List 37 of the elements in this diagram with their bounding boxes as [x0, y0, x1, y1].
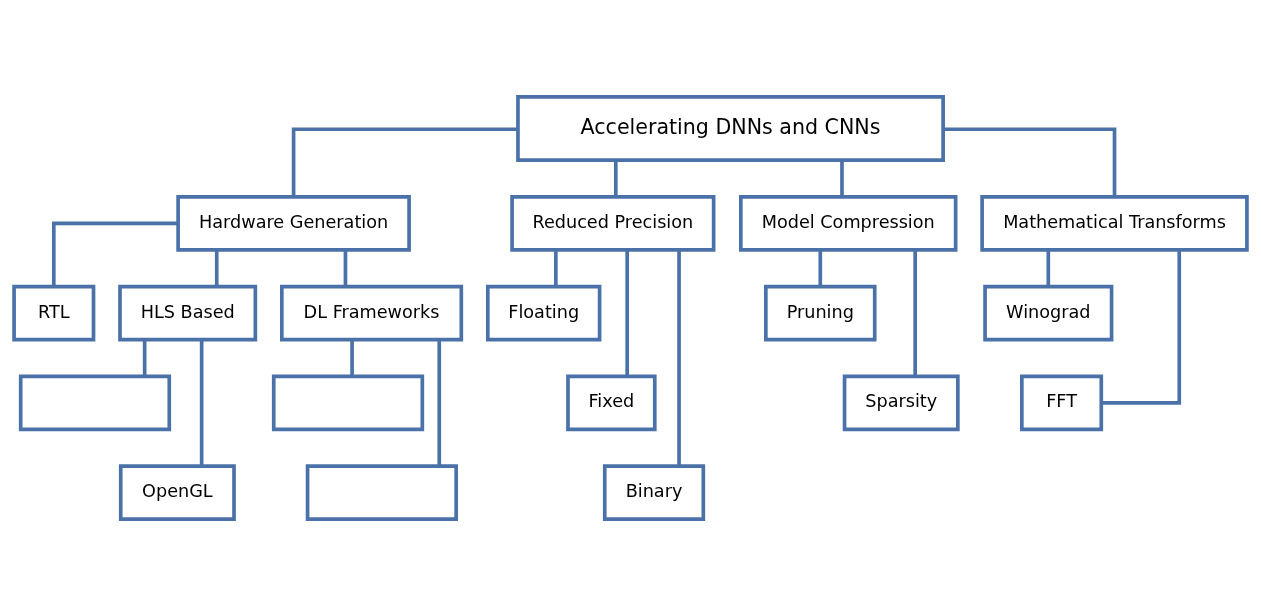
connector [343, 249, 348, 286]
node-box: Accelerating DNNs and CNNs [516, 94, 945, 162]
node-box: Model Compression [739, 194, 958, 252]
connector [625, 249, 630, 376]
connector [913, 249, 917, 376]
node-box: Reduced Precision [510, 194, 716, 252]
connector [214, 249, 219, 286]
connector [350, 339, 354, 376]
connector [840, 160, 844, 196]
connector [199, 339, 204, 466]
node-box [305, 463, 458, 521]
node-box: Fixed [566, 374, 657, 431]
node-box [271, 374, 425, 431]
node-box: FFT [1020, 374, 1104, 431]
node-box: Pruning [764, 284, 877, 341]
connector [1101, 249, 1182, 405]
node-box: Hardware Generation [176, 194, 411, 252]
connector [677, 249, 681, 466]
connector [943, 126, 1117, 197]
node-box: Floating [485, 284, 602, 341]
node-box: Mathematical Transforms [980, 194, 1249, 252]
connector [291, 126, 518, 197]
node-box: DL Frameworks [280, 284, 464, 341]
node-box [18, 374, 172, 431]
node-box: RTL [12, 284, 96, 341]
connector [613, 160, 618, 196]
node-box: Binary [602, 463, 706, 521]
node-box: HLS Based [118, 284, 258, 341]
node-box: OpenGL [118, 463, 236, 521]
connector [1046, 249, 1051, 286]
connector [142, 339, 147, 376]
connector [554, 249, 558, 286]
node-box: Sparsity [842, 374, 960, 431]
node-box: Winograd [983, 284, 1114, 341]
connector [437, 339, 442, 466]
connector [51, 221, 178, 286]
connector [818, 249, 823, 286]
